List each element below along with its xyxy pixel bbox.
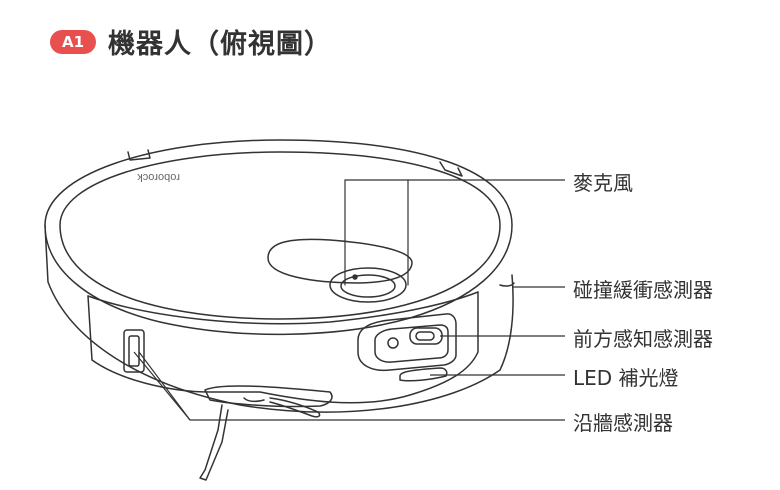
- front-bumper-edge: [87, 291, 479, 325]
- page-header: A1 機器人（俯視圖）: [50, 22, 332, 61]
- robot-top-panel: [59, 151, 501, 320]
- microphone-hole: [352, 274, 358, 280]
- callout-microphone: 麥克風: [573, 171, 633, 195]
- lds-base: [267, 238, 413, 284]
- side-brush-hub: [204, 385, 333, 408]
- callout-led-lamp: LED 補光燈: [573, 366, 679, 390]
- leader-line-wall-sensor: [133, 351, 565, 421]
- wall-sensor-window: [123, 329, 145, 373]
- callout-bumper-sensor: 碰撞緩衝感測器: [573, 278, 713, 302]
- robot-top-rim: [44, 139, 513, 336]
- callout-front-sensor: 前方感知感測器: [573, 327, 713, 351]
- front-sensor-housing: [357, 313, 457, 372]
- front-bumper-face: [87, 291, 479, 404]
- robot-body-side: [44, 224, 514, 413]
- callout-wall-sensor: 沿牆感測器: [573, 411, 673, 435]
- side-brush-arm: [199, 404, 229, 481]
- page-title: 機器人（俯視圖）: [108, 29, 332, 60]
- led-lamp: [399, 367, 448, 382]
- brand-text: roborock: [137, 171, 180, 183]
- section-badge: A1: [50, 29, 96, 54]
- front-sensor-lens: [387, 337, 399, 349]
- lds-cap: [329, 267, 407, 303]
